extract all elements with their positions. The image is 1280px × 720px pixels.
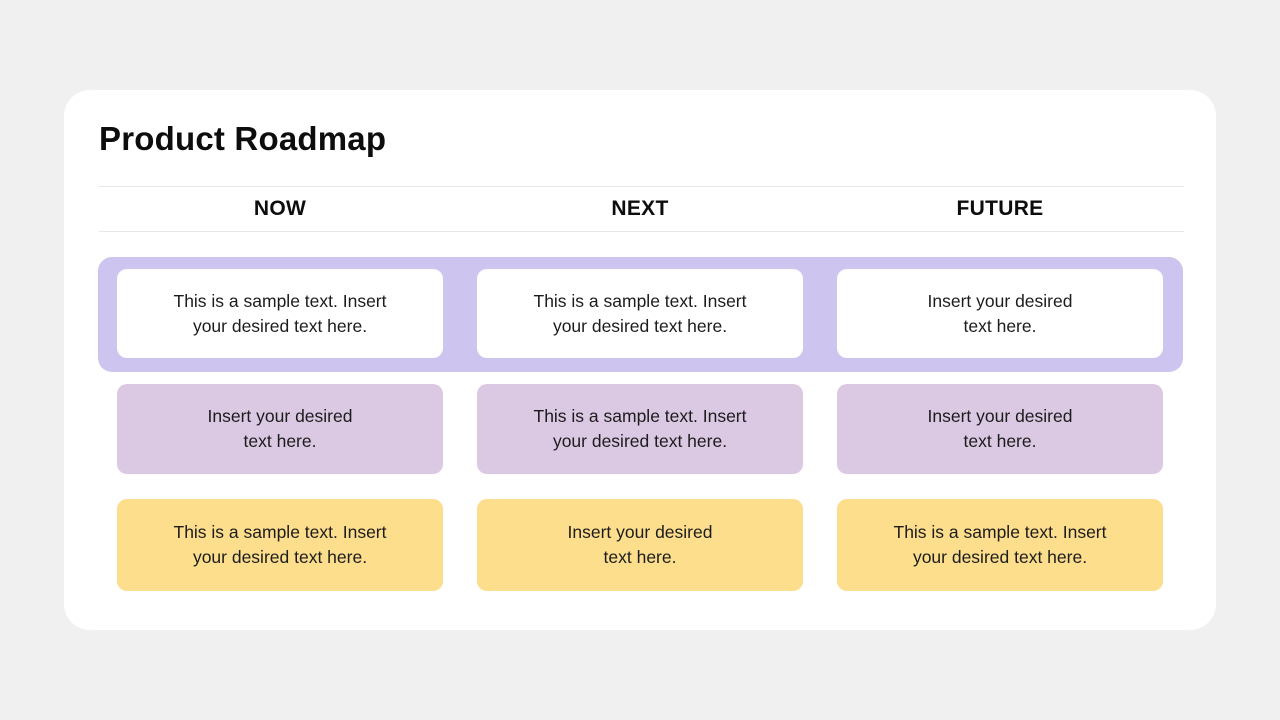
column-header-now: NOW xyxy=(253,196,307,220)
slide-canvas: Product Roadmap NOW NEXT FUTURE This is … xyxy=(64,90,1216,630)
roadmap-row-1: This is a sample text. Insert your desir… xyxy=(117,269,1163,358)
card-row3-next: Insert your desired text here. xyxy=(477,499,803,591)
header-divider-top xyxy=(99,186,1184,187)
card-row2-now: Insert your desired text here. xyxy=(117,384,443,474)
card-row2-next: This is a sample text. Insert your desir… xyxy=(477,384,803,474)
slide-title: Product Roadmap xyxy=(99,120,387,157)
column-header-row: NOW NEXT FUTURE xyxy=(117,186,1163,231)
card-row3-now: This is a sample text. Insert your desir… xyxy=(117,499,443,591)
card-row3-future: This is a sample text. Insert your desir… xyxy=(837,499,1163,591)
column-header-next: NEXT xyxy=(611,196,669,220)
roadmap-row-2: Insert your desired text here. This is a… xyxy=(117,384,1163,474)
column-header-future: FUTURE xyxy=(956,196,1044,220)
roadmap-row-3: This is a sample text. Insert your desir… xyxy=(117,499,1163,591)
card-row1-future: Insert your desired text here. xyxy=(837,269,1163,358)
card-row2-future: Insert your desired text here. xyxy=(837,384,1163,474)
card-row1-next: This is a sample text. Insert your desir… xyxy=(477,269,803,358)
card-row1-now: This is a sample text. Insert your desir… xyxy=(117,269,443,358)
header-divider-bottom xyxy=(99,231,1184,232)
